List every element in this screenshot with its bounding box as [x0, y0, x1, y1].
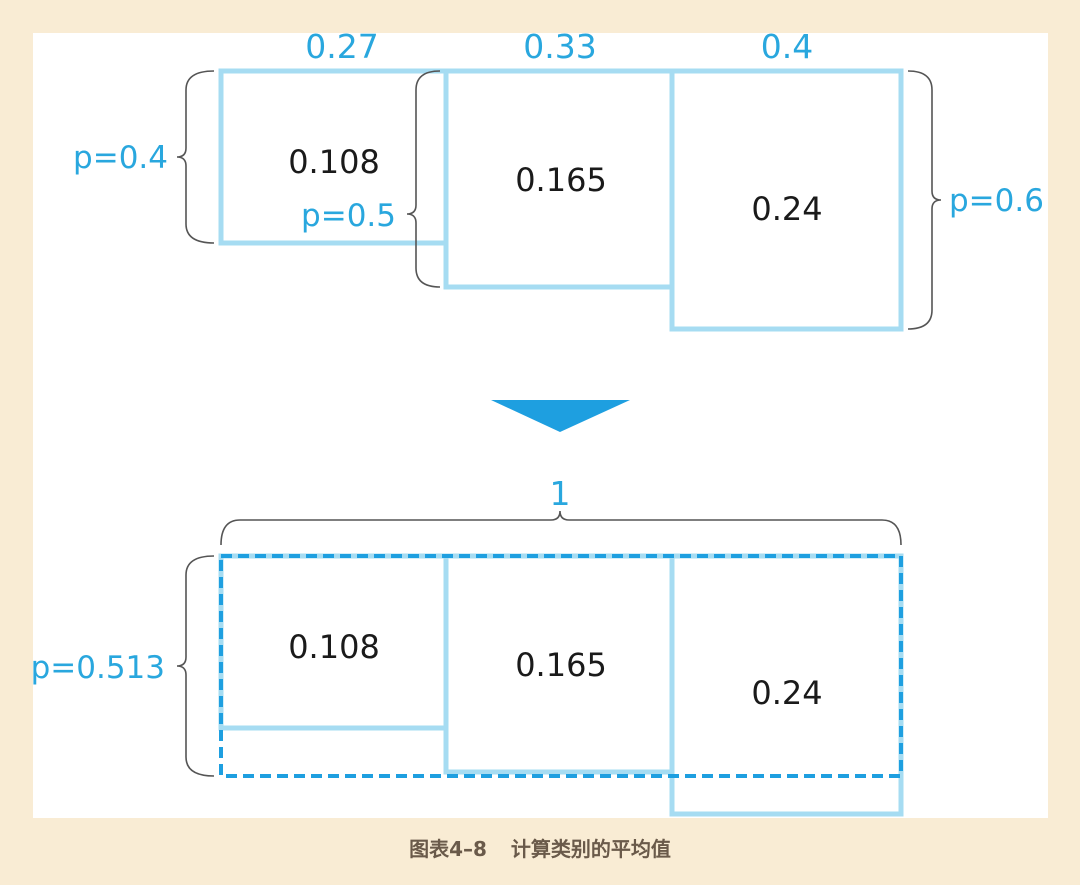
figure-number: 图表4–8: [409, 837, 487, 861]
top-prob-label-b: p=0.5: [301, 198, 396, 234]
bottom-total-label: 1: [550, 474, 571, 513]
bottom-bracket-left: [176, 555, 215, 777]
bottom-area-value-2: 0.165: [515, 646, 607, 684]
diagram: 0.27 0.33 0.4 0.108 0.165 0.24 p=0.4 p=0…: [31, 27, 1044, 817]
top-bracket-left-a: [176, 70, 215, 244]
top-diagram: 0.27 0.33 0.4 0.108 0.165 0.24 p=0.4 p=0…: [73, 27, 1044, 332]
top-box-3: [669, 68, 904, 332]
bottom-area-value-1: 0.108: [288, 628, 380, 666]
top-width-label-3: 0.4: [761, 27, 813, 66]
figure-panel: [33, 33, 1048, 818]
top-bracket-left-b: [406, 70, 441, 288]
bottom-total-brace: [220, 510, 902, 546]
figure-title: 计算类别的平均值: [510, 837, 671, 861]
top-width-label-2: 0.33: [523, 27, 596, 66]
down-arrow-icon: [491, 400, 630, 432]
top-width-label-1: 0.27: [305, 27, 378, 66]
top-prob-label-a: p=0.4: [73, 140, 168, 176]
top-area-value-2: 0.165: [515, 161, 607, 199]
top-area-value-3: 0.24: [751, 190, 822, 228]
bottom-prob-label: p=0.513: [31, 650, 165, 686]
top-area-value-1: 0.108: [288, 143, 380, 181]
top-bracket-right-c: [907, 70, 942, 330]
top-prob-label-c: p=0.6: [949, 183, 1044, 219]
average-dashed-box: [219, 554, 903, 778]
figure-caption: 图表4–8 计算类别的平均值: [0, 833, 1080, 862]
bottom-diagram: 1 0.108 0.165 0.24 p=0.513: [31, 474, 904, 817]
bottom-area-value-3: 0.24: [751, 674, 822, 712]
